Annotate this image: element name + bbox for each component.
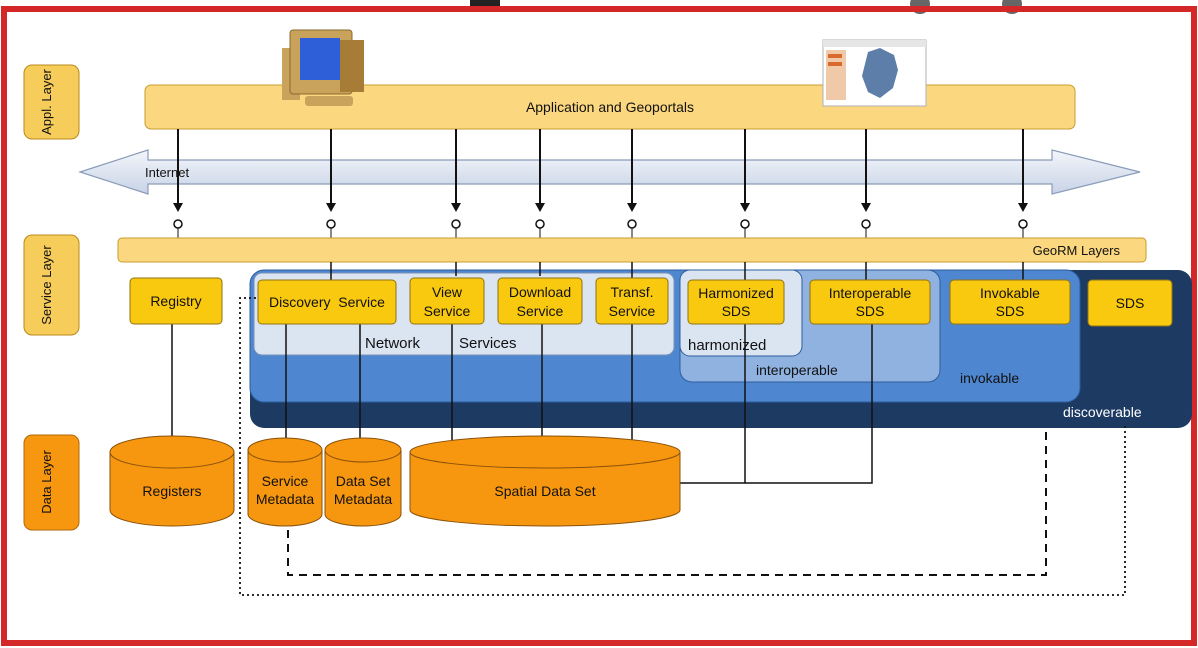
svg-text:Registry: Registry [150,293,201,309]
svg-text:View: View [432,284,463,300]
layer-label-data: Data Layer [23,434,80,531]
transform-service-box: Transf. Service [595,277,669,325]
interoperable-sds-box: Interoperable SDS [809,279,931,325]
service-metadata-cylinder: Service Metadata [247,437,323,527]
spatial-data-set-cylinder: Spatial Data Set [409,435,681,527]
layer-label-data-text: Data Layer [39,450,54,514]
zone-label-network: Network [365,335,421,352]
connector-sockets [173,219,1028,229]
discovery-service-box: Discovery Service [257,279,397,325]
highlight-frame [1,6,1197,646]
dashed-metadata-link [287,426,1047,576]
view-service-box: View Service [409,277,485,325]
zone-label-interoperable: interoperable [756,362,838,378]
georm-bar [117,237,1147,263]
svg-text:Metadata: Metadata [256,491,315,507]
svg-text:SDS: SDS [1116,295,1145,311]
zone-label-harmonized: harmonized [688,337,766,354]
svg-text:Registers: Registers [142,483,201,499]
dotted-metadata-link [239,297,1126,596]
svg-text:Service: Service [609,303,656,319]
layer-label-application: Appl. Layer [23,64,80,140]
svg-text:SDS: SDS [996,303,1025,319]
download-service-box: Download Service [497,277,583,325]
svg-text:Interoperable: Interoperable [829,285,912,301]
svg-text:Metadata: Metadata [334,491,393,507]
svg-text:Service: Service [424,303,471,319]
svg-text:Harmonized: Harmonized [698,285,773,301]
internet-arrow [78,149,1141,195]
desktop-computer-icon [282,29,364,106]
svg-text:Discovery Service: Discovery Service [269,294,385,310]
zone-label-invokable: invokable [960,370,1019,386]
layer-label-application-text: Appl. Layer [39,68,54,134]
application-bar-label: Application and Geoportals [526,99,694,115]
svg-text:Download: Download [509,284,571,300]
dataset-metadata-cylinder: Data Set Metadata [324,437,402,527]
layer-label-service: Service Layer [23,234,80,336]
svg-text:Service: Service [517,303,564,319]
invokable-sds-box: Invokable SDS [949,279,1071,325]
germany-map-screenshot-icon [822,39,927,107]
registers-cylinder: Registers [109,435,235,527]
georm-label: GeoRM Layers [1033,243,1121,258]
sds-box: SDS [1087,279,1173,327]
svg-text:Service: Service [262,473,309,489]
svg-text:Invokable: Invokable [980,285,1040,301]
zone-label-services: Services [459,335,517,352]
svg-text:Data Set: Data Set [336,473,391,489]
svg-text:SDS: SDS [856,303,885,319]
registry-box: Registry [129,277,223,325]
svg-text:Spatial Data Set: Spatial Data Set [494,483,595,499]
svg-text:Transf.: Transf. [610,284,653,300]
service-data-connectors [171,262,1024,484]
layer-label-service-text: Service Layer [39,245,54,325]
zone-label-discoverable: discoverable [1063,404,1142,420]
connector-arrowheads [173,203,1028,212]
svg-text:SDS: SDS [722,303,751,319]
application-connectors [177,129,1024,206]
internet-label: Internet [145,165,189,180]
harmonized-sds-box: Harmonized SDS [687,279,785,325]
